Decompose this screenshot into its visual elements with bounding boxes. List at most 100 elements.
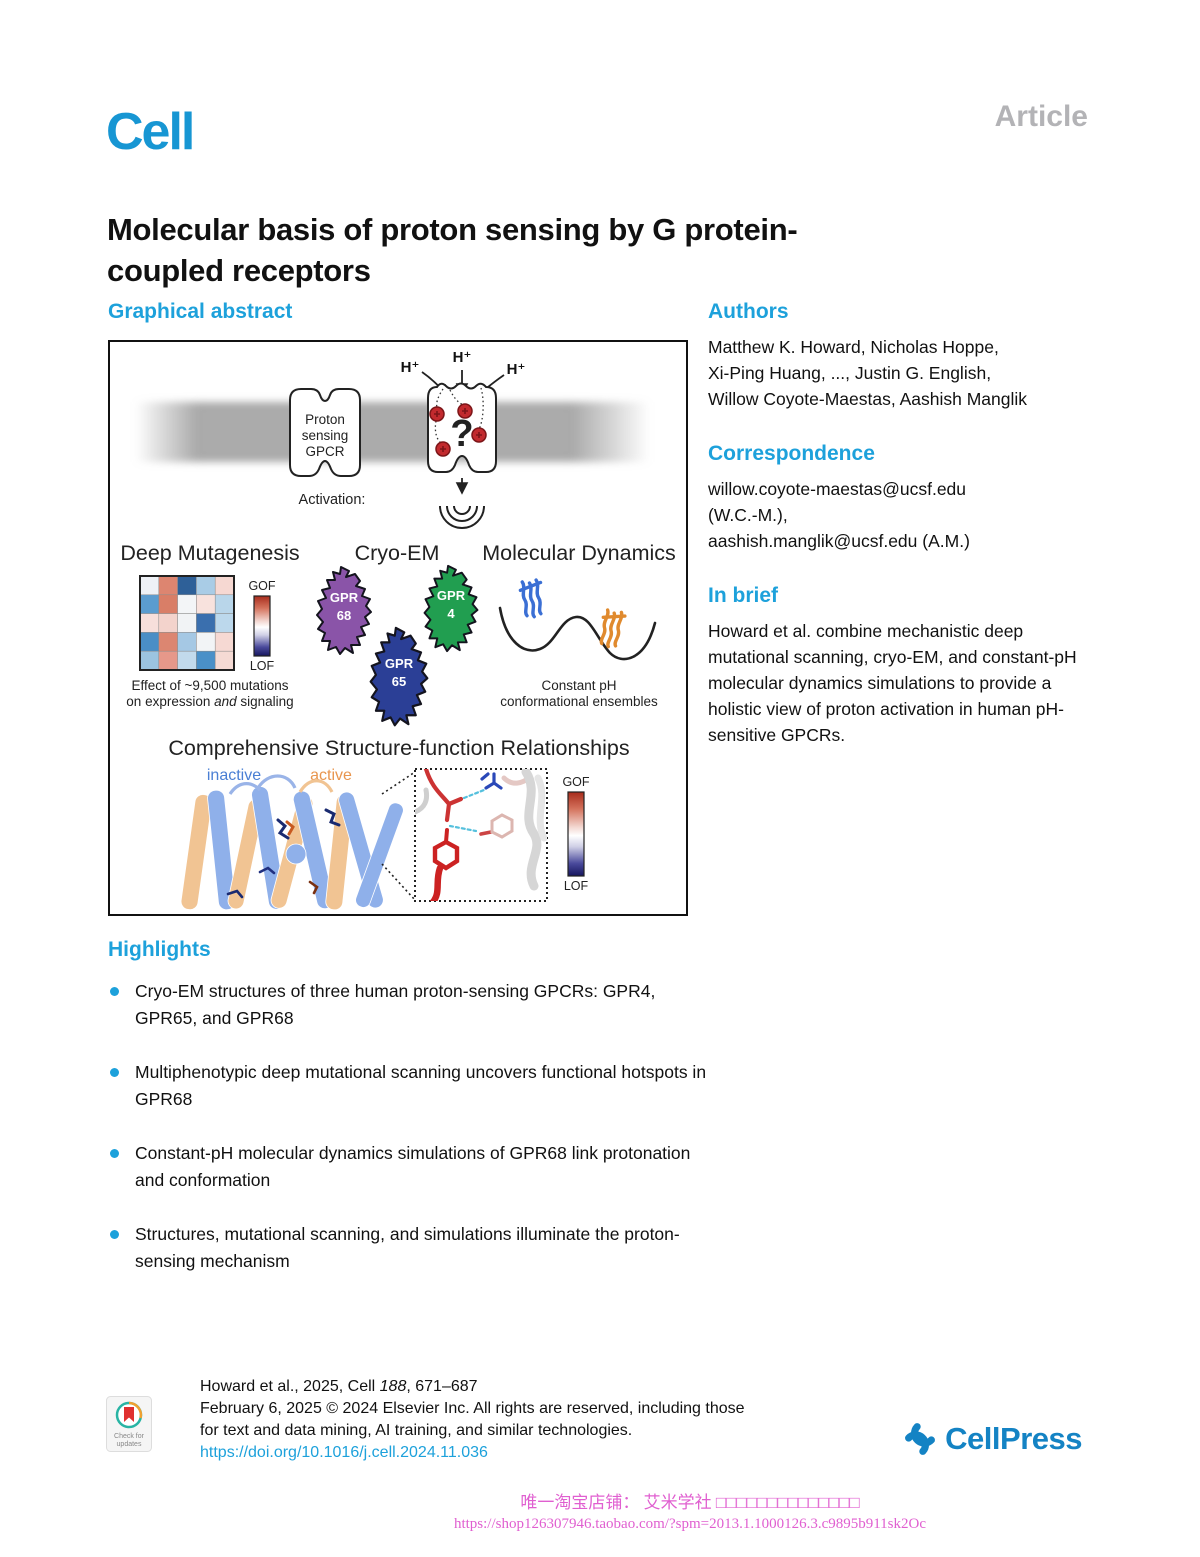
proton-sensing-gpcr-shape: Proton sensing GPCR	[289, 388, 361, 477]
heatmap-cell	[177, 650, 197, 671]
heatmap-cell	[214, 613, 235, 633]
receptor-label-line1: Proton	[305, 412, 345, 427]
cellpress-swirl-icon	[905, 1423, 936, 1455]
check-badge-line1: Check for	[114, 1433, 145, 1440]
inset-gof-lof-colorbar: GOF LOF	[562, 775, 589, 893]
graphical-abstract-figure: Proton sensing GPCR Activation: H⁺ H⁺ H⁺	[108, 340, 688, 916]
inactive-label: inactive	[207, 767, 261, 784]
h-plus-label-mid: H⁺	[453, 349, 472, 366]
gof-label-2: GOF	[562, 775, 589, 789]
check-badge-line2: updates	[117, 1441, 142, 1448]
bullet-icon	[110, 1068, 119, 1077]
gpr4-blob: GPR 4	[423, 564, 479, 653]
in-brief-section: In brief Howard et al. combine mechanist…	[708, 584, 1100, 748]
dm-caption-line1: Effect of ~9,500 mutations	[132, 678, 289, 693]
lof-label-2: LOF	[564, 879, 589, 893]
watermark-url[interactable]: https://shop126307946.taobao.com/?spm=20…	[453, 1516, 927, 1532]
correspondence-heading: Correspondence	[708, 442, 875, 465]
correspondence-email-1[interactable]: willow.coyote-maestas@ucsf.edu	[708, 479, 967, 499]
info-column: Authors Matthew K. Howard, Nicholas Hopp…	[708, 300, 1100, 778]
correspondence-line2: (W.C.-M.),	[708, 505, 788, 525]
activated-gpcr-shape: ?	[427, 382, 497, 473]
authors-line1: Matthew K. Howard, Nicholas Hoppe,	[708, 337, 999, 357]
authors-line2: Xi-Ping Huang, ..., Justin G. English,	[708, 363, 992, 383]
energy-landscape-curve	[498, 606, 657, 661]
heatmap-cell	[196, 632, 216, 652]
citation-volume: 188	[379, 1378, 407, 1395]
watermark-shop-text: 唯一淘宝店铺： 艾米学社 □□□□□□□□□□□□□□	[520, 1493, 860, 1512]
highlight-item: Constant-pH molecular dynamics simulatio…	[108, 1140, 718, 1194]
footer-citation: Howard et al., 2025, Cell 188, 671–687 F…	[200, 1376, 840, 1464]
cellpress-wordmark: CellPress	[945, 1421, 1082, 1456]
copyright-line2: for text and data mining, AI training, a…	[200, 1422, 633, 1439]
highlight-text: Multiphenotypic deep mutational scanning…	[135, 1062, 707, 1109]
signal-arcs-icon	[439, 478, 485, 529]
deep-mutagenesis-heading: Deep Mutagenesis	[120, 541, 299, 565]
highlight-text: Constant-pH molecular dynamics simulatio…	[135, 1143, 691, 1190]
highlight-text: Cryo-EM structures of three human proton…	[135, 981, 656, 1028]
heatmap-cell	[158, 632, 178, 652]
bullet-icon	[110, 987, 119, 996]
bookmark-icon	[124, 1407, 134, 1422]
in-brief-heading: In brief	[708, 584, 779, 607]
receptor-label-line3: GPCR	[305, 444, 344, 459]
highlight-item: Multiphenotypic deep mutational scanning…	[108, 1059, 718, 1113]
correspondence-email-2[interactable]: aashish.manglik@ucsf.edu (A.M.)	[708, 531, 970, 551]
question-mark: ?	[450, 413, 473, 455]
page-title: Molecular basis of proton sensing by G p…	[107, 209, 1067, 291]
md-caption-line2: conformational ensembles	[500, 694, 658, 709]
proton-icons	[429, 403, 487, 457]
check-for-updates-badge[interactable]: Check for updates	[106, 1396, 152, 1457]
heatmap-cell	[214, 632, 235, 652]
doi-link[interactable]: https://doi.org/10.1016/j.cell.2024.11.0…	[200, 1444, 488, 1461]
heatmap-border	[139, 575, 235, 671]
heatmap-cell	[177, 632, 197, 652]
graphical-abstract-heading: Graphical abstract	[108, 300, 293, 323]
heatmap-cell	[139, 613, 160, 633]
highlights-heading: Highlights	[108, 938, 211, 961]
molecular-dynamics-heading: Molecular Dynamics	[482, 541, 676, 565]
heatmap-cell	[196, 650, 216, 671]
gof-label: GOF	[248, 579, 275, 593]
highlight-item: Cryo-EM structures of three human proton…	[108, 978, 718, 1032]
gpr4-label-line2: 4	[447, 606, 455, 621]
cellpress-logo: CellPress	[901, 1420, 1082, 1458]
heatmap-cell	[177, 575, 197, 596]
highlights-section: Highlights Cryo-EM structures of three h…	[108, 938, 718, 1302]
inactive-ribbon-icon	[517, 577, 547, 620]
heatmap-cell	[214, 594, 235, 614]
heatmap-cell	[196, 613, 216, 633]
heatmap-cell	[158, 594, 178, 614]
gpr68-blob: GPR 68	[316, 566, 372, 655]
citation-pages: , 671–687	[406, 1378, 478, 1395]
active-ribbon-icon	[596, 607, 628, 651]
structure-overlay-illustration	[180, 774, 404, 911]
heatmap-cell	[139, 575, 160, 596]
highlight-item: Structures, mutational scanning, and sim…	[108, 1221, 718, 1275]
md-caption-line1: Constant pH	[541, 678, 616, 693]
title-line2: coupled receptors	[107, 252, 371, 288]
zoom-inset-box	[414, 768, 548, 902]
structure-function-heading: Comprehensive Structure-function Relatio…	[168, 736, 629, 760]
watermark: 唯一淘宝店铺： 艾米学社 □□□□□□□□□□□□□□ https://shop…	[340, 1488, 1040, 1533]
gpr68-label-line2: 68	[337, 608, 351, 623]
heatmap-cell	[158, 613, 178, 633]
in-brief-text: Howard et al. combine mechanistic deep m…	[708, 621, 1077, 745]
lof-label: LOF	[250, 659, 275, 673]
gpr65-label-line1: GPR	[385, 656, 414, 671]
heatmap-cell	[158, 575, 178, 596]
copyright-line1: February 6, 2025 © 2024 Elsevier Inc. Al…	[200, 1400, 745, 1417]
dm-caption-line2: on expression and signaling	[126, 694, 293, 709]
gpr4-label-line1: GPR	[437, 588, 466, 603]
inset-connector-lines	[381, 771, 416, 901]
heatmap-cell	[139, 632, 160, 652]
receptor-label-line2: sensing	[302, 428, 349, 443]
title-line1: Molecular basis of proton sensing by G p…	[107, 211, 798, 247]
cell-journal-logo: Cell	[106, 103, 195, 161]
membrane-band	[135, 402, 650, 462]
cryoem-heading: Cryo-EM	[355, 541, 440, 565]
heatmap-cell	[214, 650, 235, 671]
heatmap-cell	[139, 594, 160, 614]
activation-label: Activation:	[299, 492, 366, 508]
